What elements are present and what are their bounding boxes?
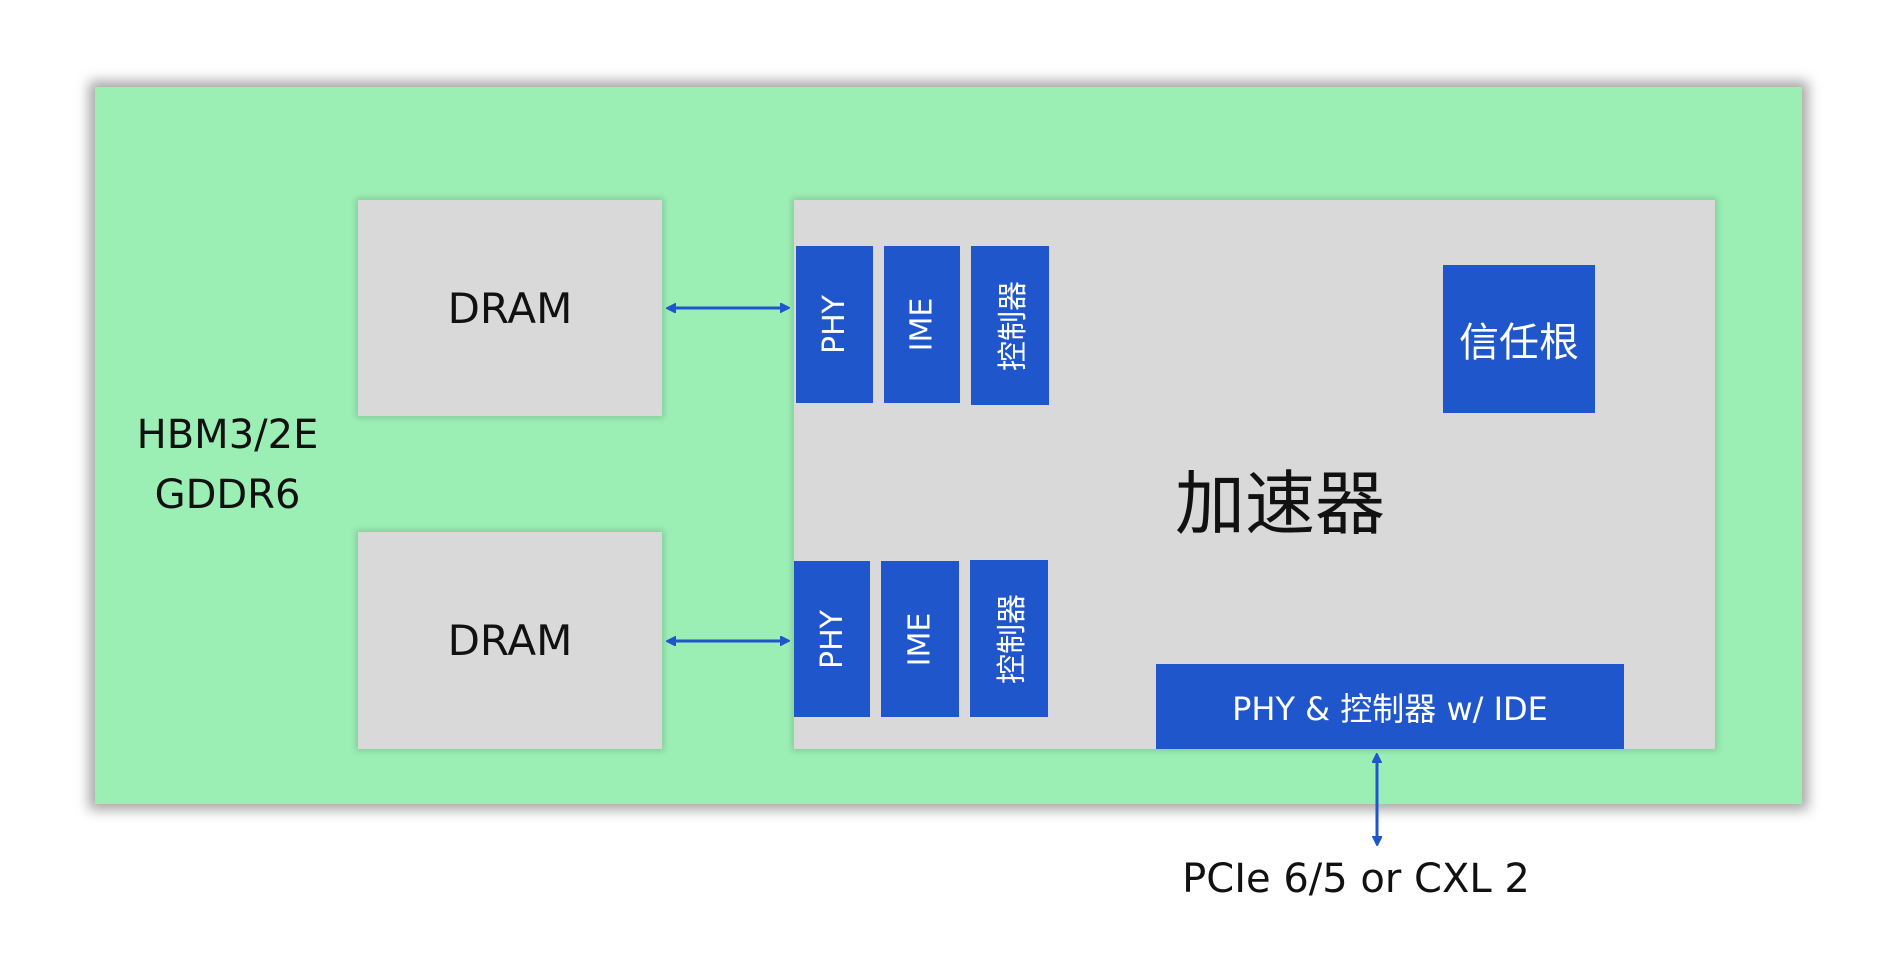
phy-bottom: PHY [794,561,870,717]
ime-top: IME [884,246,960,403]
host-link-label: PCIe 6/5 or CXL 2 [1182,856,1530,902]
root-of-trust: 信任根 [1443,265,1595,413]
dram-block-top: DRAM [358,200,662,416]
memory-type-hbm: HBM3/2E [136,412,319,458]
controller-top: 控制器 [971,246,1049,405]
memory-type-label: HBM3/2E GDDR6 [110,405,345,525]
dram-block-bottom: DRAM [358,532,662,749]
dram-label: DRAM [447,616,573,665]
controller-bottom: 控制器 [970,560,1048,717]
memory-type-gddr: GDDR6 [154,472,301,518]
ime-bottom: IME [881,561,959,717]
host-interface: PHY & 控制器 w/ IDE [1156,664,1624,749]
phy-top: PHY [796,246,873,403]
dram-label: DRAM [447,283,573,333]
accelerator-title: 加速器 [1175,463,1385,545]
